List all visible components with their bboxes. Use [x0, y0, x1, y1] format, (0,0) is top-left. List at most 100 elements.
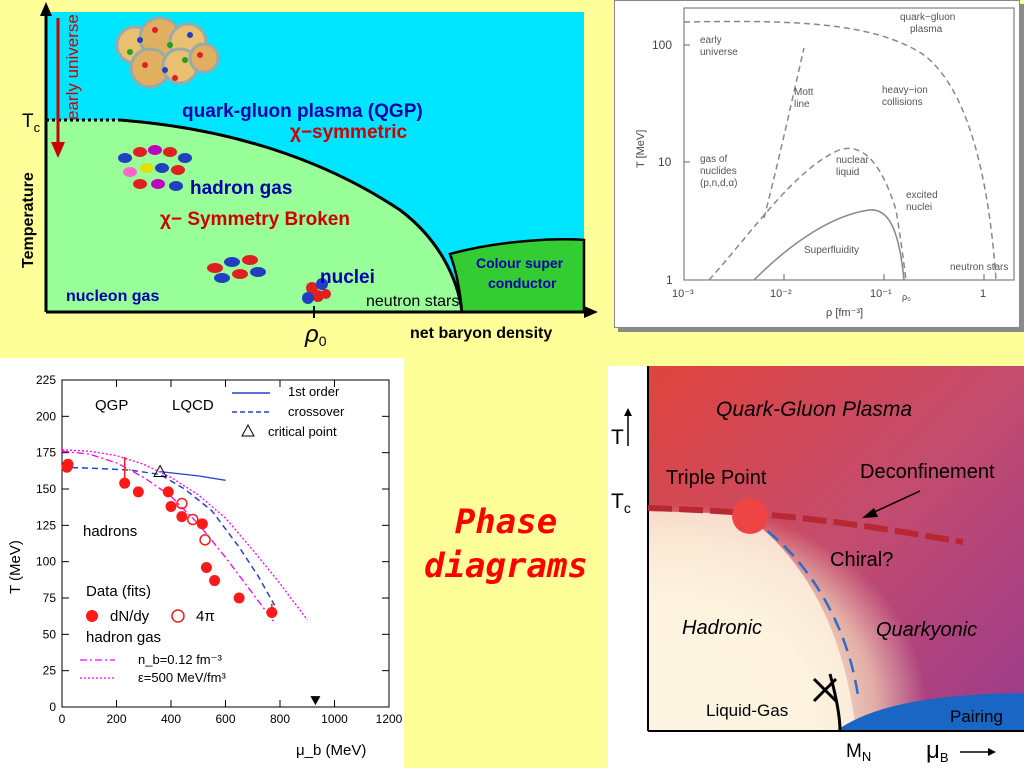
- superfluidity-label: Superfluidity: [804, 245, 859, 256]
- y-tick-label: 100: [36, 555, 56, 569]
- qgp-annotation: QGP: [95, 397, 128, 414]
- y-tick-label: 50: [43, 627, 57, 641]
- nucleon-gas-label: nucleon gas: [66, 288, 159, 305]
- nuclear-liquid-curve: [708, 147, 907, 281]
- x-tick-1: 1: [980, 288, 986, 300]
- x-tick-1e-3: 10⁻³: [672, 288, 694, 300]
- series-line-solid: [160, 470, 226, 481]
- neutron-stars-label: neutron stars: [366, 293, 459, 310]
- mu-axis-arrowhead: [988, 748, 996, 756]
- legend-dndy-marker: [86, 610, 98, 622]
- legend-first-order-label: 1st order: [288, 384, 340, 399]
- csc-label-line2: conductor: [488, 275, 557, 291]
- title-line-2: diagrams: [424, 546, 588, 587]
- early-universe-arrowhead: [51, 142, 65, 158]
- early-universe-label: early universe: [63, 14, 82, 120]
- nuclei-label: nuclei: [320, 267, 375, 288]
- y-tick-100: 100: [652, 38, 672, 52]
- x-axis-arrowhead: [584, 306, 598, 318]
- data-point-dndy: [62, 458, 74, 470]
- deconfinement-arrowhead: [862, 508, 878, 518]
- y-tick-label: 75: [43, 591, 57, 605]
- legend-critical-point-label: critical point: [268, 424, 337, 439]
- hadron-gas-icon: [118, 145, 192, 191]
- qgp-boundary-curve: [683, 20, 997, 281]
- t-axis-label: T: [611, 426, 624, 449]
- y-axis-arrowhead: [40, 2, 52, 16]
- y-axis-label: T (MeV): [7, 540, 24, 594]
- triple-point-label: Triple Point: [666, 467, 767, 489]
- liquid-gas-label: Liquid-Gas: [706, 701, 788, 720]
- x-tick-label: 0: [59, 712, 66, 726]
- lqcd-annotation: LQCD: [172, 397, 214, 414]
- phase-diagram-density: early universe Temperature Tc quark-gluo…: [20, 2, 598, 349]
- legend-4pi-marker: [171, 609, 185, 623]
- nuclear-phase-diagram-frame: [614, 0, 1020, 328]
- chi-broken-label: χ− Symmetry Broken: [160, 209, 350, 230]
- plot-frame: [61, 379, 390, 708]
- mu-b-label: μB: [926, 737, 949, 765]
- qgp-label: quark-gluon plasma (QGP): [182, 101, 423, 122]
- data-point-dndy: [132, 486, 144, 498]
- rho0-label: ρ₀: [902, 292, 911, 302]
- legend-critical-point-marker: [241, 423, 255, 437]
- csc-region: [448, 238, 586, 314]
- data-point-dndy: [209, 575, 221, 587]
- qcd-phase-diagram: Quark-Gluon Plasma T Tc Triple Point Dec…: [608, 366, 1024, 768]
- neutron-stars-label: neutron stars: [950, 262, 1008, 273]
- legend-eps-label: ε=500 MeV/fm³: [138, 670, 226, 685]
- data-point-4pi: [199, 534, 211, 546]
- deconfinement-label: Deconfinement: [860, 461, 995, 483]
- chi-symmetric-label: χ−symmetric: [290, 122, 408, 143]
- data-point-dndy: [233, 592, 245, 604]
- hadron-gas-label: hadron gas: [190, 178, 292, 199]
- legend-4pi-label: 4π: [196, 608, 215, 625]
- qgp-label: Quark-Gluon Plasma: [716, 398, 912, 421]
- quarkyonic-label: Quarkyonic: [876, 619, 977, 641]
- liquid-gas-critical-cross: [812, 677, 838, 703]
- y-tick-label: 175: [36, 446, 56, 460]
- y-tick-label: 25: [43, 664, 57, 678]
- y-tick-label: 200: [36, 409, 56, 423]
- nucleon-gas-icon: [207, 255, 266, 283]
- x-tick-label: 1000: [321, 712, 348, 726]
- x-tick-1e-1: 10⁻¹: [870, 288, 892, 300]
- legend-data-header: Data (fits): [86, 583, 151, 600]
- y-axis-label: T [MeV]: [635, 130, 647, 168]
- slide-title: Phase diagrams: [404, 500, 608, 588]
- x-tick-label: 800: [270, 712, 290, 726]
- triple-point-marker: [732, 498, 768, 534]
- x-tick-label: 400: [161, 712, 181, 726]
- pairing-region: [836, 693, 1024, 731]
- data-point-dndy: [200, 561, 212, 573]
- tc-label: Tc: [611, 490, 631, 516]
- neutron-star-marker: [310, 696, 321, 706]
- data-point-4pi: [176, 497, 188, 510]
- csc-label-line1: Colour super: [476, 255, 564, 271]
- chart-points: [61, 457, 321, 706]
- x-axis-label: ρ [fm⁻³]: [826, 307, 863, 319]
- chiral-line: [749, 516, 860, 697]
- tick-marks: [61, 379, 390, 708]
- temperature-axis-label: Temperature: [20, 172, 37, 268]
- mott-line: [763, 47, 805, 219]
- hadron-boundary: [119, 118, 464, 313]
- series-line-dotted: [61, 449, 308, 621]
- hadrons-annotation: hadrons: [83, 523, 137, 540]
- legend-dndy-label: dN/dy: [110, 608, 150, 625]
- series-line-dashed: [61, 466, 276, 606]
- mn-label: MN: [846, 741, 871, 764]
- legend-hadron-gas-header: hadron gas: [86, 629, 161, 646]
- liquid-gas-line: [828, 673, 842, 732]
- title-line-1: Phase: [454, 502, 558, 542]
- qgp-blob-icon: [115, 16, 220, 89]
- data-point-dndy: [165, 500, 177, 512]
- plot-box: [683, 7, 1015, 281]
- y-tick-label: 225: [36, 373, 56, 387]
